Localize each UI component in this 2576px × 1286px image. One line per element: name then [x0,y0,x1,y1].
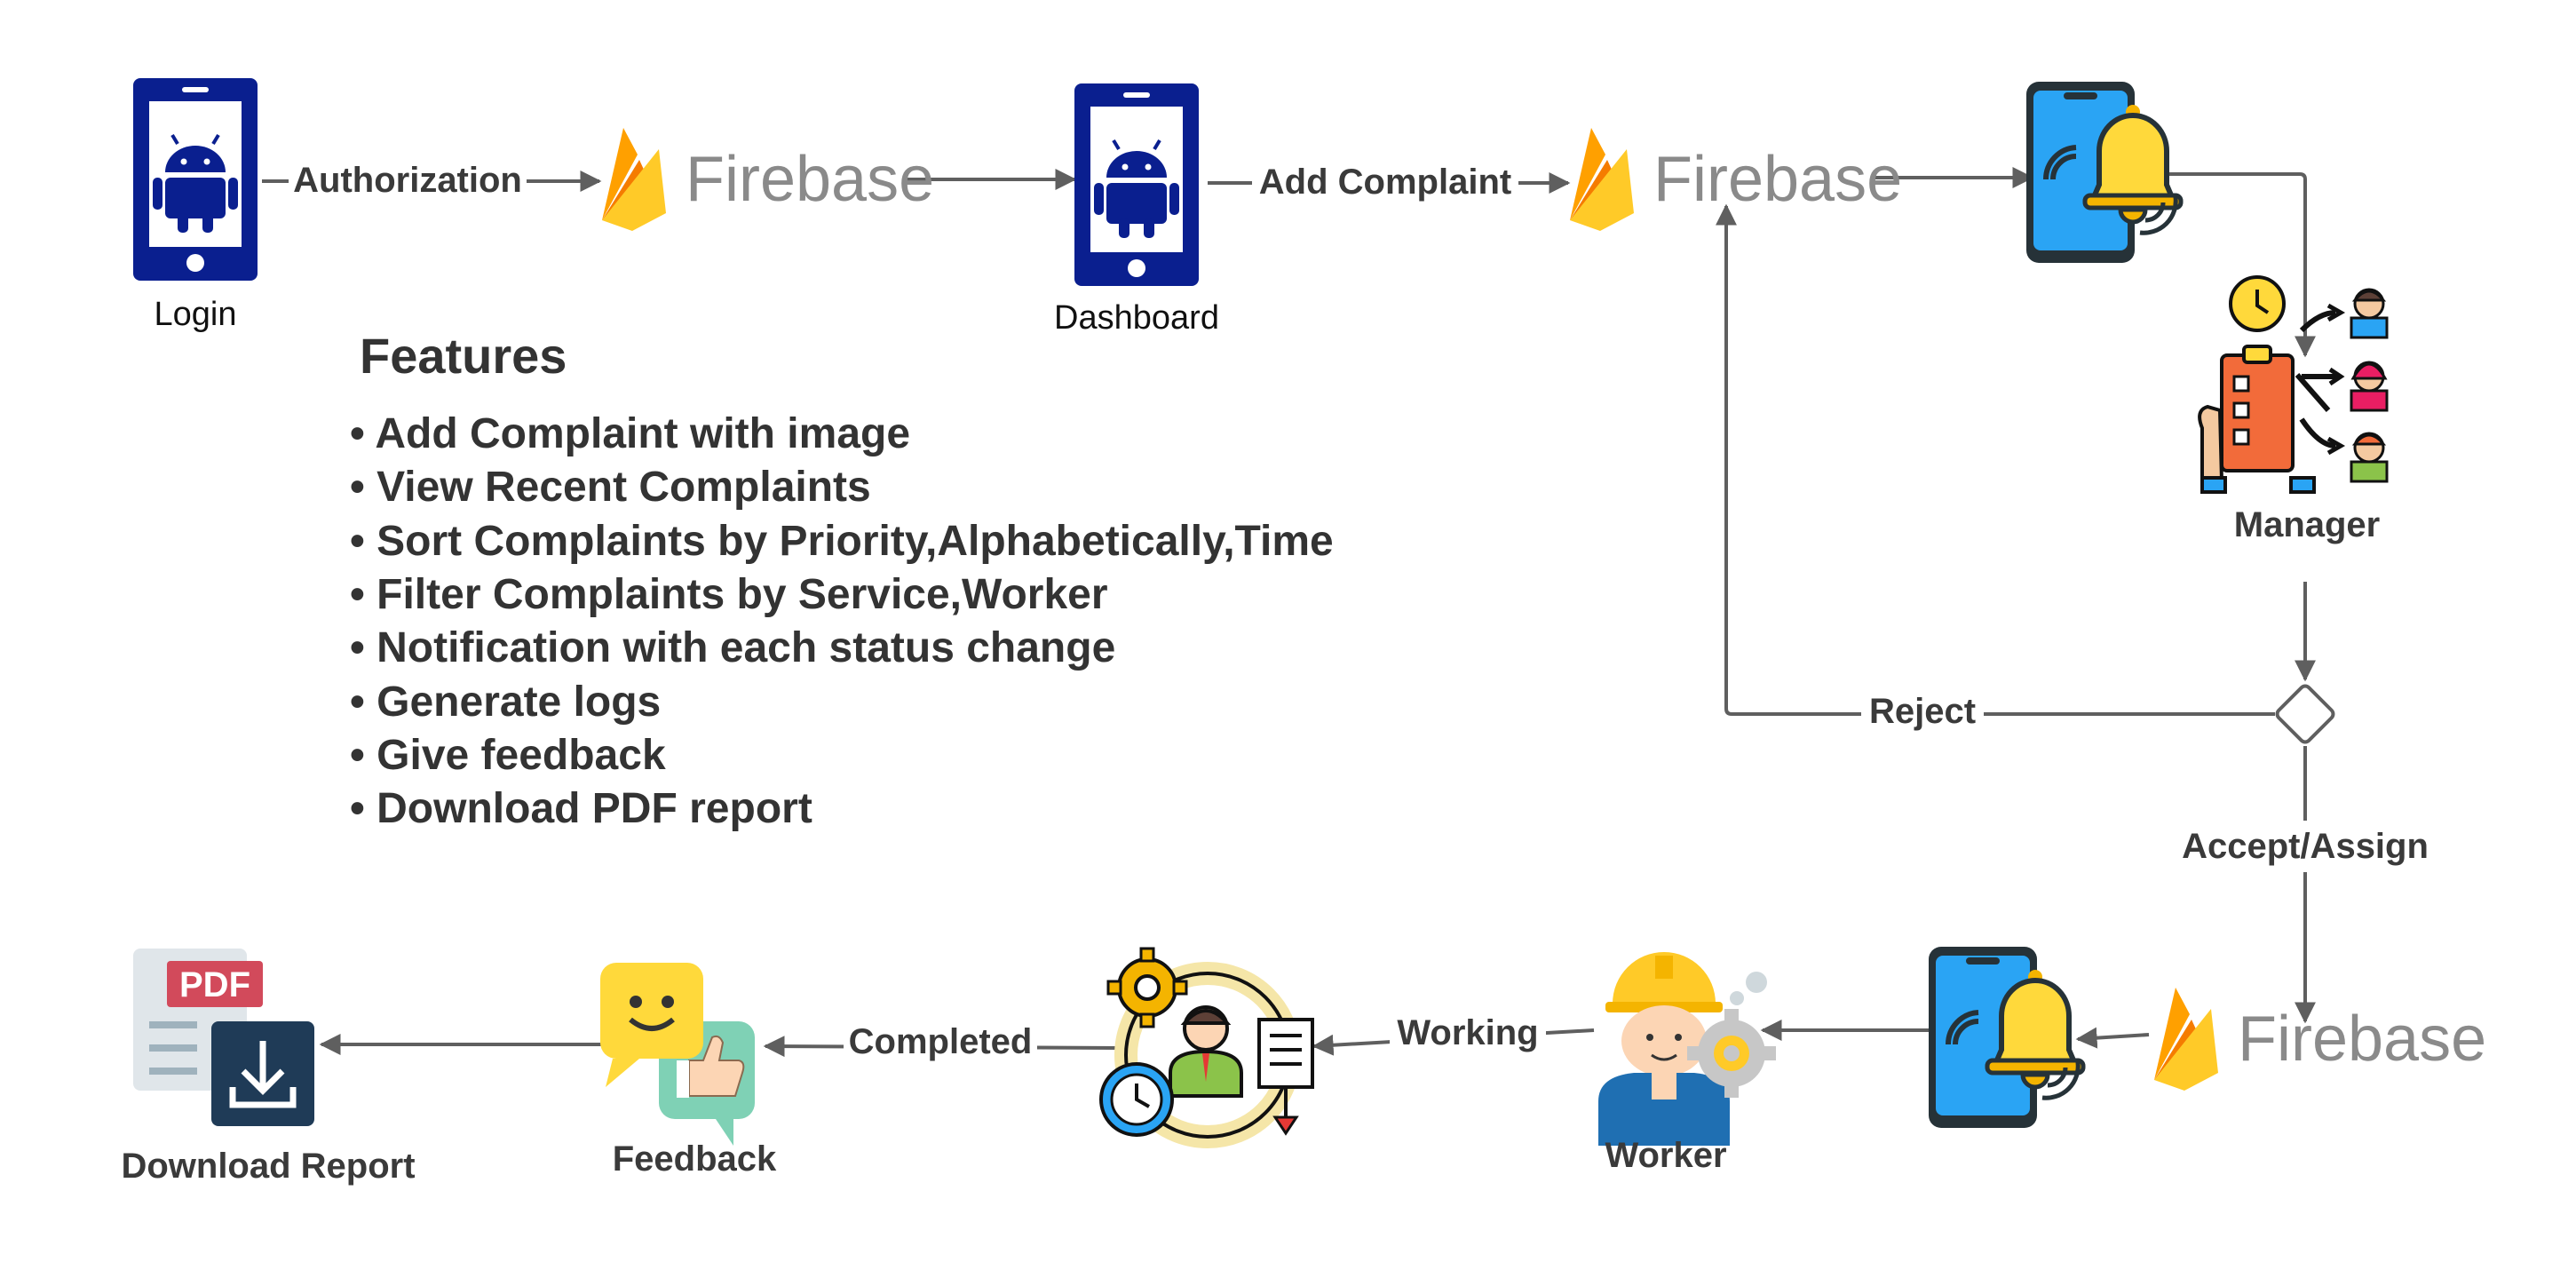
edge-notify-manager [2167,172,2316,358]
feedback-node: Feedback [600,963,777,1179]
manager-node: Manager [2198,275,2389,544]
android-robot-icon [153,133,238,233]
worker-label: Worker [1605,1136,1726,1175]
firebase-flame-icon [602,128,666,231]
firebase-logo-1: Firebase [602,128,934,231]
edge-labels: Authorization Add Complaint Reject Accep… [289,158,2442,1066]
label-accept-assign: Accept/Assign [2182,827,2429,866]
android-phone-icon [133,78,258,281]
feature-item: • Download PDF report [350,785,812,832]
work-in-progress-icon [1099,947,1314,1148]
notification-phone-1 [2026,82,2184,263]
download-report-node: PDF Download Report [121,949,416,1186]
firebase-wordmark: Firebase [686,144,934,215]
label-reject: Reject [1869,692,1976,731]
construction-worker-icon [1598,952,1776,1146]
feature-item: • Generate logs [350,679,661,726]
firebase-logo-3: Firebase [2154,988,2486,1091]
worker-node: Worker [1598,952,1776,1175]
android-phone-icon [1074,83,1199,286]
firebase-flame-icon [2154,988,2218,1091]
feature-item: • Notification with each status change [350,624,1115,671]
feature-item: • Add Complaint with image [350,410,910,457]
dashboard-label: Dashboard [1054,299,1219,337]
label-add-complaint: Add Complaint [1259,163,1511,202]
pdf-download-icon: PDF [133,949,314,1126]
phone-bell-notification-icon [1929,947,2086,1128]
feature-item: • Sort Complaints by Priority,Alphabetic… [350,518,1334,565]
manager-assign-icon [2198,275,2389,494]
firebase-flame-icon [1570,128,1634,231]
edge-firebase-notify2 [2075,1027,2150,1049]
feature-item: • Filter Complaints by Service,Worker [350,571,1108,618]
label-completed: Completed [849,1022,1033,1061]
edge-decision-reject [1716,203,2275,716]
feedback-chat-icon [600,963,755,1146]
label-authorization: Authorization [293,161,522,200]
feature-item: • View Recent Complaints [350,464,871,511]
label-working: Working [1397,1013,1538,1052]
firebase-wordmark: Firebase [2238,1004,2486,1075]
android-robot-icon [1094,139,1179,238]
dashboard-node: Dashboard [1054,83,1219,337]
pdf-badge-text: PDF [179,965,250,1004]
feature-item: • Give feedback [350,732,666,779]
feedback-label: Feedback [613,1139,777,1179]
manager-label: Manager [2234,505,2381,544]
login-label: Login [155,296,237,333]
download-report-label: Download Report [121,1147,415,1186]
decision-diamond [2275,684,2335,744]
firebase-logo-2: Firebase [1570,128,1902,231]
features-panel: Features • Add Complaint with image • Vi… [350,328,1334,832]
features-title: Features [360,328,567,384]
login-node: Login [133,78,258,333]
firebase-wordmark: Firebase [1653,144,1902,215]
phone-bell-notification-icon [2026,82,2184,263]
notification-phone-2 [1929,947,2086,1128]
